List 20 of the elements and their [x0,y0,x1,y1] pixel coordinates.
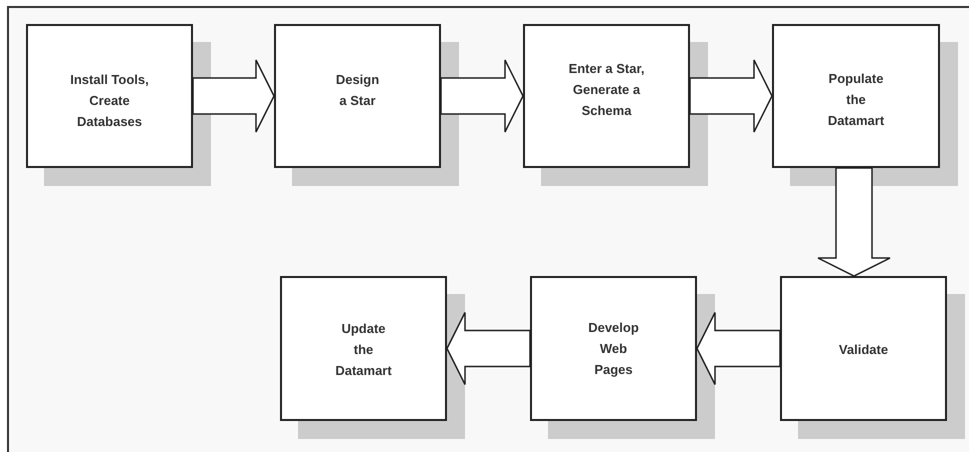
process-box [530,276,697,421]
step-label: Enter a Star, Generate a Schema [568,60,646,120]
process-box [26,24,193,168]
block-arrow [192,59,275,133]
process-box [780,276,947,421]
step-label: Validate [838,341,890,359]
process-box [523,24,690,168]
step-label: Update the Datamart [335,320,392,380]
block-arrow [440,59,524,133]
block-arrow [817,167,891,277]
block-arrow [689,59,773,133]
block-arrow [696,312,781,386]
step-label: Develop Web Pages [588,319,639,379]
step-label: Design a Star [336,71,380,110]
step-label: Populate the Datamart [828,70,884,130]
process-box [274,24,441,168]
process-box [772,24,940,168]
process-box [280,276,447,421]
block-arrow [446,312,531,386]
step-label: Install Tools, Create Databases [69,71,150,131]
